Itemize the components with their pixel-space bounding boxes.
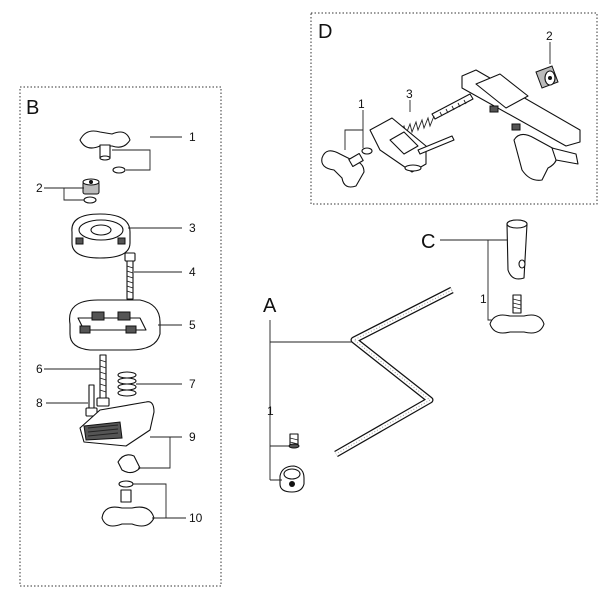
section-d-parts: 1 2 3 <box>321 29 581 188</box>
d-label-2: 2 <box>546 29 553 43</box>
b-leader-2 <box>44 187 84 201</box>
b-label-4: 4 <box>189 265 196 279</box>
b-label-8: 8 <box>36 396 43 410</box>
d-u-bracket <box>369 117 455 173</box>
b-label-3: 3 <box>189 221 196 235</box>
b-long-bolt <box>96 354 110 407</box>
section-a-label: A <box>263 295 277 317</box>
b-small-bolt <box>85 384 98 417</box>
d-label-3: 3 <box>406 87 413 101</box>
d-clamp-bar <box>461 69 581 181</box>
d-threaded-rod <box>431 93 474 120</box>
b-leader-1 <box>112 136 182 171</box>
c-sleeve <box>506 219 528 280</box>
c-label-1: 1 <box>480 292 487 306</box>
b-washer <box>112 166 126 174</box>
section-b-label: B <box>26 97 39 119</box>
b-label-9: 9 <box>189 430 196 444</box>
b-clamp-ring <box>71 213 131 259</box>
b-label-10: 10 <box>189 511 203 525</box>
section-d-frame <box>310 12 598 205</box>
b-label-6: 6 <box>36 362 43 376</box>
c-wing-screw <box>489 294 545 334</box>
b-label-2: 2 <box>36 181 43 195</box>
d-washer <box>361 147 373 155</box>
d-knurled-nut <box>535 65 559 89</box>
b-bolt <box>124 252 136 300</box>
b-collar-nut <box>82 178 100 195</box>
d-label-1: 1 <box>358 97 365 111</box>
section-c-parts: 1 <box>440 219 545 334</box>
d-leader-1 <box>344 110 364 150</box>
b-label-1: 1 <box>189 130 196 144</box>
b-bottom-wing-knob <box>101 489 155 527</box>
a-leader <box>269 320 352 481</box>
c-leader <box>440 239 508 321</box>
b-bottom-washer <box>118 480 134 488</box>
b-leader-10 <box>133 483 186 519</box>
b-clip <box>117 454 141 474</box>
b-wing-knob <box>79 130 131 161</box>
section-a-parts: 1 <box>267 286 454 493</box>
b-label-7: 7 <box>189 377 196 391</box>
a-label-1: 1 <box>267 404 274 418</box>
section-d-label: D <box>318 21 332 43</box>
d-wing-knob <box>321 150 365 188</box>
b-spring <box>117 371 137 397</box>
b-label-5: 5 <box>189 318 196 332</box>
section-c-label: C <box>421 231 435 253</box>
b-base-clamp <box>69 299 161 351</box>
b-pad-clamp <box>79 401 155 447</box>
b-leader-9 <box>138 436 182 469</box>
a-set-screw <box>288 433 300 449</box>
a-collar <box>279 465 305 493</box>
section-b-parts: 1 2 3 4 5 6 7 8 9 10 <box>36 130 203 527</box>
b-small-washer <box>83 196 97 204</box>
